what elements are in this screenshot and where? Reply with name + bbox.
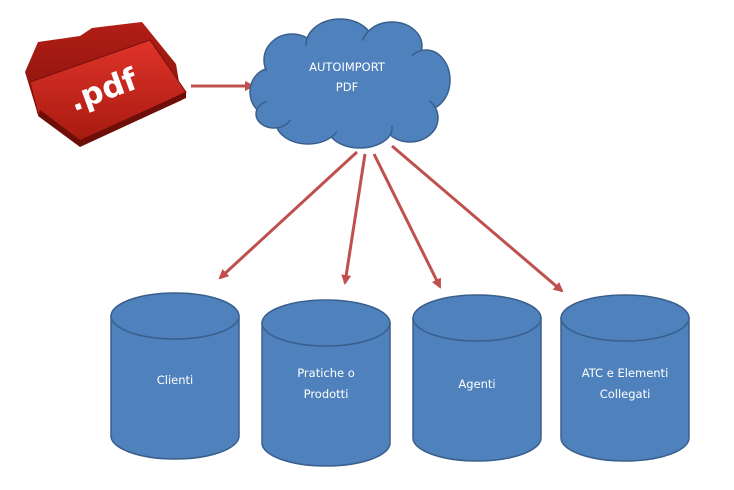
pdf-folder-icon: .pdf: [25, 22, 187, 147]
cloud-label-line1: AUTOIMPORT: [309, 60, 386, 74]
arrow-cloud-to-clienti: [218, 150, 359, 280]
database-label-line1: Pratiche o: [297, 366, 355, 380]
database-label: Clienti: [157, 373, 194, 387]
database-agenti: Agenti: [412, 294, 542, 462]
database-clienti: Clienti: [110, 292, 240, 460]
database-pratiche-o-prodotti: Pratiche o Prodotti: [261, 299, 391, 467]
database-atc-e-elementi-collegati: ATC e Elementi Collegati: [560, 294, 690, 462]
database-label-line2: Prodotti: [304, 387, 349, 401]
autoimport-cloud: AUTOIMPORT PDF: [249, 18, 451, 149]
database-label-line1: ATC e Elementi: [582, 366, 669, 380]
arrow-cloud-to-agenti: [372, 153, 442, 289]
arrow-cloud-to-pratiche: [341, 153, 367, 285]
database-label: Agenti: [458, 377, 495, 391]
cloud-label-line2: PDF: [336, 80, 358, 94]
database-label-line2: Collegati: [600, 387, 651, 401]
arrow-cloud-to-atc: [391, 144, 564, 293]
